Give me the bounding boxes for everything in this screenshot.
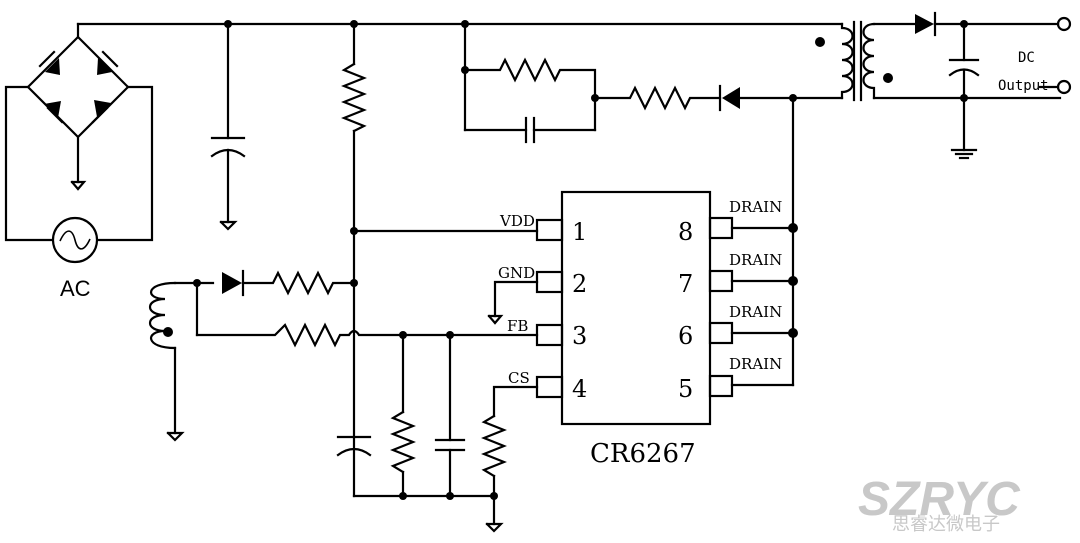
cs-resistor bbox=[481, 414, 507, 533]
pin-number-5: 5 bbox=[678, 375, 693, 403]
pin-label-drain-5: DRAIN bbox=[729, 355, 782, 373]
bridge-diode-1 bbox=[38, 50, 60, 75]
pin-label-fb: FB bbox=[507, 317, 528, 335]
ac-label: AC bbox=[60, 276, 91, 301]
startup-resistor bbox=[341, 20, 367, 498]
pin-label-gnd: GND bbox=[498, 264, 535, 282]
fb-capacitor bbox=[434, 333, 466, 498]
bridge-diode-4 bbox=[91, 100, 111, 124]
output-terminal-positive bbox=[1056, 16, 1072, 32]
ic-title: CR6267 bbox=[590, 439, 696, 469]
pin-number-1: 1 bbox=[572, 218, 587, 246]
pin-number-3: 3 bbox=[572, 322, 587, 350]
fb-resistor-divider bbox=[390, 333, 416, 498]
bridge-diode-2 bbox=[97, 50, 119, 75]
pin-number-2: 2 bbox=[572, 270, 587, 298]
pin-number-6: 6 bbox=[678, 322, 693, 350]
ground-symbol bbox=[70, 180, 87, 191]
drain-rail bbox=[730, 96, 798, 387]
output-label-dc: DC bbox=[1018, 50, 1035, 66]
pin-number-8: 8 bbox=[678, 218, 693, 246]
watermark-text: 思睿达微电子 bbox=[892, 514, 1000, 535]
pin-number-4: 4 bbox=[572, 375, 587, 403]
pin-label-cs: CS bbox=[508, 369, 530, 387]
rcd-snubber bbox=[461, 20, 797, 144]
watermark-logo: SZRYC bbox=[858, 473, 1021, 526]
pin-number-7: 7 bbox=[678, 270, 693, 298]
output-terminal-negative bbox=[1056, 79, 1072, 95]
output-stage: DC Output bbox=[915, 11, 1072, 160]
watermark: SZRYC 思睿达微电子 bbox=[858, 473, 1021, 535]
pin-label-drain-7: DRAIN bbox=[729, 251, 782, 269]
bulk-capacitor bbox=[210, 20, 246, 231]
output-label-output: Output bbox=[998, 78, 1049, 94]
pin-label-drain-8: DRAIN bbox=[729, 198, 782, 216]
pin-label-vdd: VDD bbox=[499, 212, 535, 230]
vdd-capacitor bbox=[336, 435, 372, 457]
pin-label-drain-6: DRAIN bbox=[729, 303, 782, 321]
gnd-pin-wire bbox=[493, 280, 539, 318]
aux-winding-network bbox=[148, 269, 358, 442]
ac-source: AC bbox=[4, 85, 154, 301]
bridge-rectifier bbox=[26, 35, 130, 191]
bridge-diode-3 bbox=[44, 101, 64, 124]
ic-cr6267: 1 2 3 4 8 7 6 5 VDD GND FB CS DRAIN DRAI… bbox=[498, 190, 782, 469]
